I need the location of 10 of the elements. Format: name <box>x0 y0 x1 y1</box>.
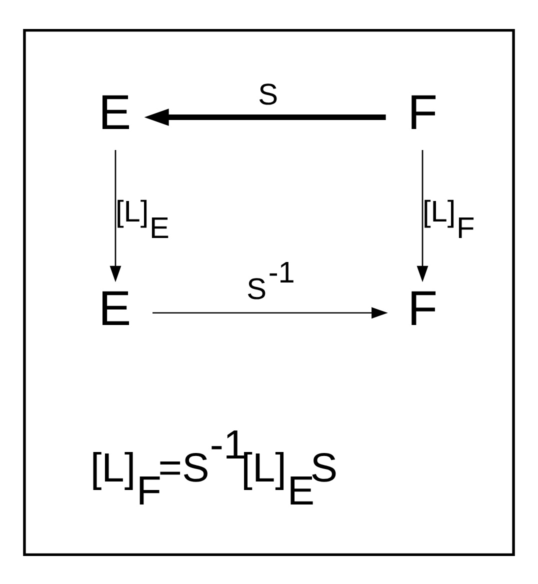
arrow <box>110 150 122 282</box>
node-text: E <box>98 281 132 336</box>
node-text: E <box>98 86 132 140</box>
arrow <box>152 306 388 318</box>
node-text: F <box>408 86 438 140</box>
arrow <box>416 150 428 282</box>
arrow <box>144 108 386 126</box>
node-text: F <box>408 281 438 336</box>
edge-label: S <box>258 78 278 111</box>
cluster <box>23 28 515 556</box>
